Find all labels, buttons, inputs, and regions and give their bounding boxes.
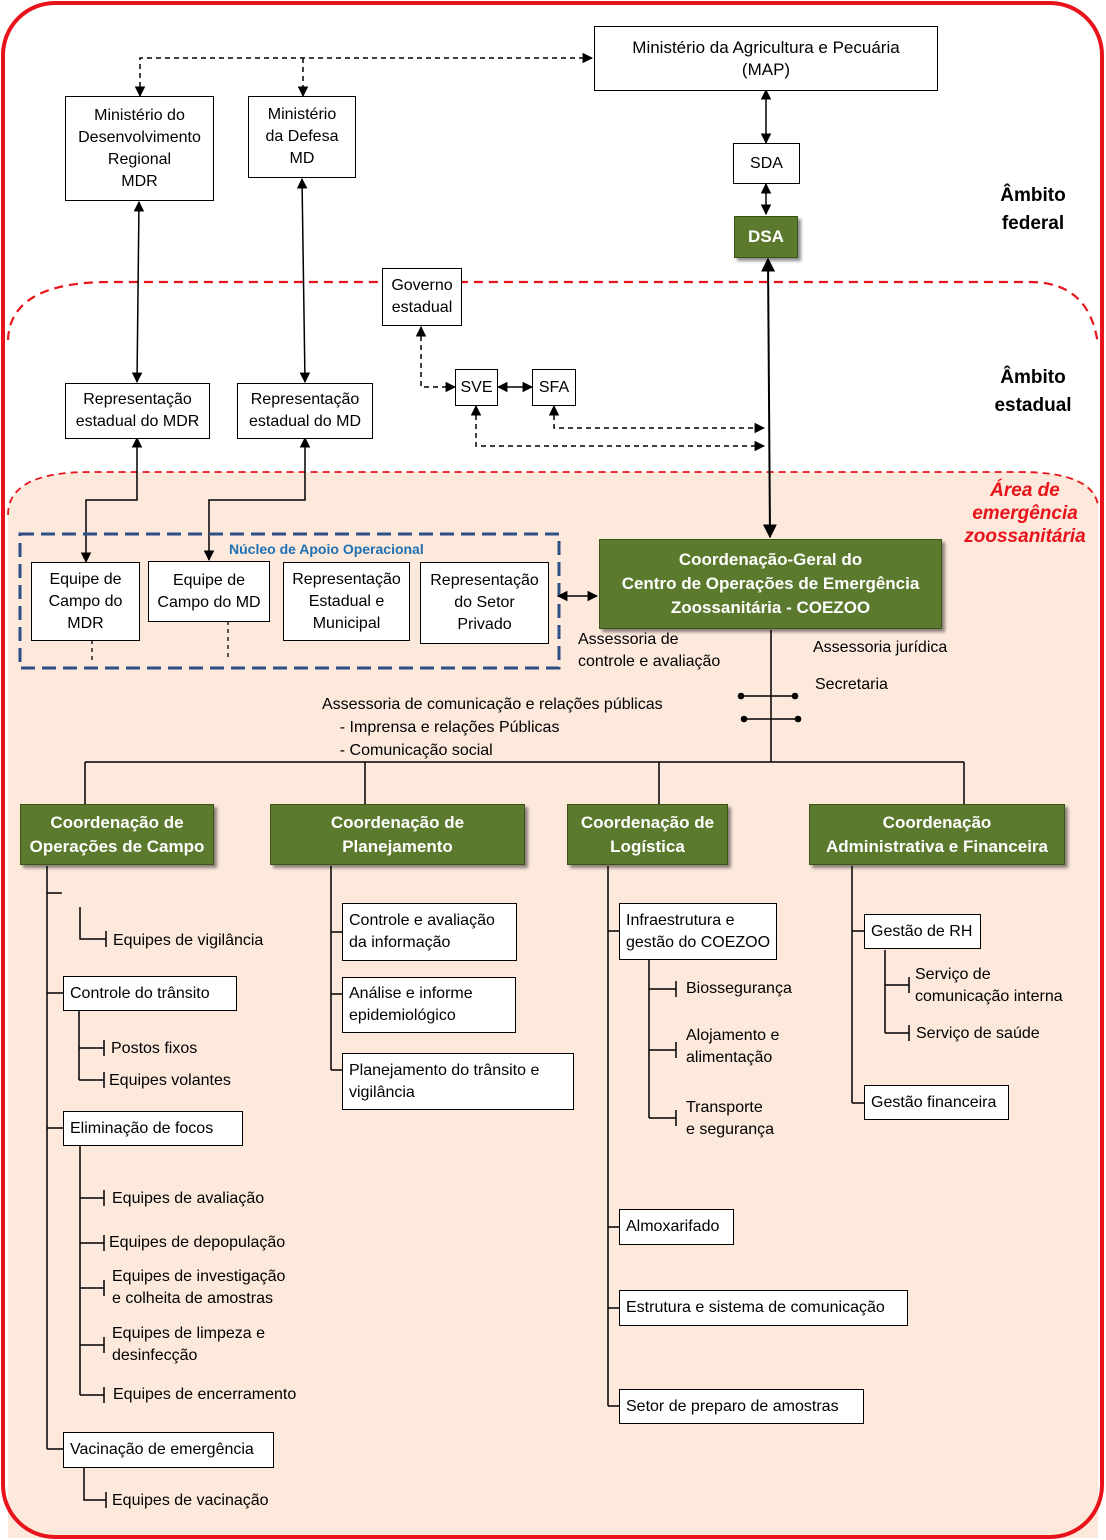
emergencia-scope-label: Área de emergência zoossanitária <box>964 480 1086 547</box>
analise-informe-box: Análise e informe epidemiológico <box>342 977 516 1033</box>
sub-alojamento: Alojamento e alimentação <box>686 1027 780 1066</box>
sub-equipes-volantes: Equipes volantes <box>109 1072 231 1089</box>
sub-equipes-vigilancia: Equipes de vigilância <box>113 932 264 949</box>
coezoo-box: Coordenação-Geral do Centro de Operações… <box>599 539 942 629</box>
coord-planejamento: Coordenação de Planejamento <box>270 804 525 865</box>
sub-servico-saude: Serviço de saúde <box>916 1025 1040 1042</box>
estadual-scope-label: Âmbito estadual <box>994 367 1072 416</box>
equipe-campo-md-box: Equipe de Campo do MD <box>148 561 270 622</box>
sub-postos-fixos: Postos fixos <box>111 1040 198 1057</box>
vacinacao-emergencia-box: Vacinação de emergência <box>63 1432 274 1468</box>
coord-logistica: Coordenação de Logística <box>567 804 728 865</box>
equipe-campo-mdr-box: Equipe de Campo do MDR <box>31 562 140 641</box>
governo-estadual-box: Governo estadual <box>382 268 462 326</box>
sub-comunicacao-interna: Serviço de comunicação interna <box>915 966 1063 1005</box>
rep-estadual-mdr-box: Representação estadual do MDR <box>65 383 210 439</box>
sub-equipes-depopulacao: Equipes de depopulação <box>109 1234 286 1251</box>
planejamento-transito-box: Planejamento do trânsito e vigilância <box>342 1053 574 1110</box>
sub-equipes-investigacao: Equipes de investigação e colheita de am… <box>112 1268 286 1307</box>
sub-equipes-avaliacao: Equipes de avaliação <box>112 1190 265 1207</box>
assessoria-controle-label: Assessoria de controle e avaliação <box>578 631 721 670</box>
emergency-zone <box>8 472 1098 1538</box>
nucleo-title: Núcleo de Apoio Operacional <box>229 541 424 557</box>
secretaria-label: Secretaria <box>815 676 888 693</box>
rep-estadual-municipal-box: Representação Estadual e Municipal <box>283 562 410 641</box>
assessoria-comunicacao-label: Assessoria de comunicação e relações púb… <box>322 696 663 759</box>
federal-scope-label: Âmbito federal <box>1000 185 1066 234</box>
sub-equipes-limpeza: Equipes de limpeza e desinfecção <box>112 1325 265 1364</box>
gestao-financeira-box: Gestão financeira <box>864 1085 1009 1120</box>
controle-avaliacao-informacao-box: Controle e avaliação da informação <box>342 903 517 961</box>
sve-box: SVE <box>455 369 498 406</box>
sub-biosseguranca: Biossegurança <box>686 980 792 997</box>
almoxarifado-box: Almoxarifado <box>619 1209 734 1245</box>
md-box: Ministério da Defesa MD <box>248 96 356 178</box>
infraestrutura-gestao-box: Infraestrutura e gestão do COEZOO <box>619 903 777 960</box>
estrutura-comunicacao-box: Estrutura e sistema de comunicação <box>619 1290 908 1326</box>
dsa-box: DSA <box>734 216 798 258</box>
gestao-rh-box: Gestão de RH <box>864 914 981 949</box>
assessoria-juridica-label: Assessoria jurídica <box>813 639 948 656</box>
coord-administrativa-financeira: Coordenação Administrativa e Financeira <box>809 804 1065 865</box>
eliminacao-focos-box: Eliminação de focos <box>63 1111 243 1146</box>
rep-estadual-md-box: Representação estadual do MD <box>237 383 373 439</box>
rep-setor-privado-box: Representação do Setor Privado <box>420 562 549 644</box>
state-zone-border <box>6 280 1100 346</box>
sub-equipes-encerramento: Equipes de encerramento <box>113 1386 297 1403</box>
preparo-amostras-box: Setor de preparo de amostras <box>619 1389 864 1424</box>
sfa-box: SFA <box>532 369 576 406</box>
sda-box: SDA <box>733 143 800 184</box>
sub-equipes-vacinacao: Equipes de vacinação <box>112 1492 269 1509</box>
coord-operacoes-campo: Coordenação de Operações de Campo <box>20 804 214 865</box>
map-box: Ministério da Agricultura e Pecuária (MA… <box>594 26 938 91</box>
controle-transito-box: Controle do trânsito <box>63 976 237 1011</box>
mdr-box: Ministério do Desenvolvimento Regional M… <box>65 96 214 201</box>
sub-transporte: Transporte e segurança <box>686 1099 775 1138</box>
